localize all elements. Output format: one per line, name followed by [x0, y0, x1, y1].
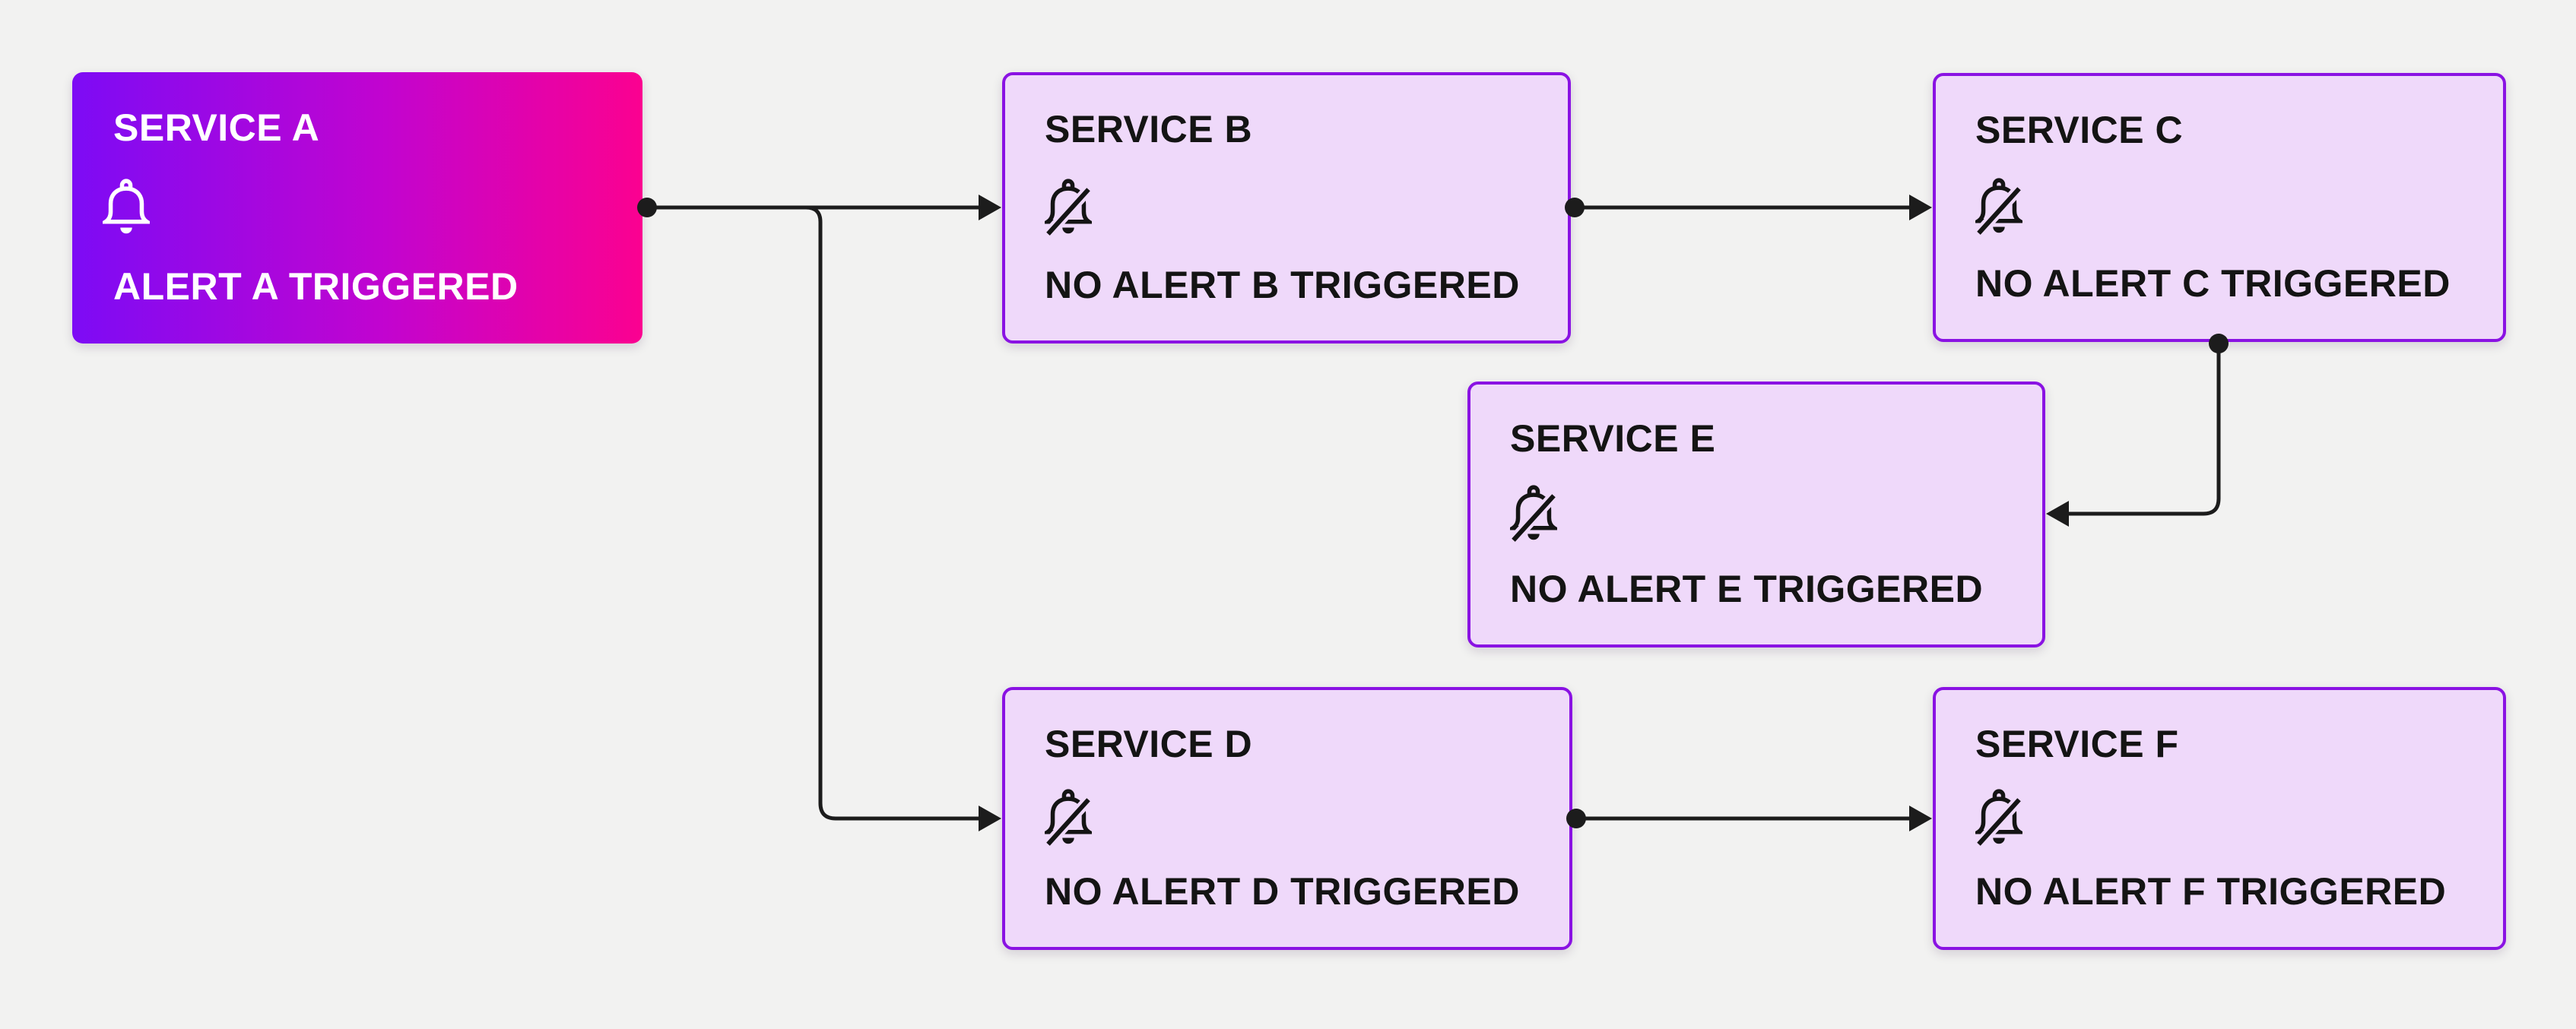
node-status: NO ALERT F TRIGGERED	[1975, 870, 2447, 913]
node-service-c[interactable]: SERVICE C NO ALERT C TRIGGERED	[1933, 73, 2506, 342]
node-status: NO ALERT D TRIGGERED	[1045, 870, 1520, 913]
bell-slash-icon	[1045, 176, 1542, 239]
bell-slash-icon	[1510, 482, 2016, 546]
node-title: SERVICE D	[1045, 723, 1253, 765]
edge-a-d	[805, 205, 984, 821]
node-status: ALERT A TRIGGERED	[113, 265, 519, 308]
bell-slash-icon	[1975, 786, 2477, 850]
node-title: SERVICE B	[1045, 108, 1253, 150]
node-title: SERVICE A	[113, 106, 320, 149]
node-service-a[interactable]: SERVICE A ALERT A TRIGGERED	[72, 72, 642, 344]
bell-slash-icon	[1975, 175, 2477, 239]
node-status: NO ALERT E TRIGGERED	[1510, 568, 1984, 610]
node-status: NO ALERT C TRIGGERED	[1975, 262, 2451, 305]
node-service-d[interactable]: SERVICE D NO ALERT D TRIGGERED	[1002, 687, 1572, 950]
arrowhead-into-d	[979, 806, 1001, 831]
node-title: SERVICE C	[1975, 109, 2184, 151]
bell-icon	[103, 176, 615, 239]
arrowhead-into-e	[2046, 501, 2069, 527]
node-service-e[interactable]: SERVICE E NO ALERT E TRIGGERED	[1467, 382, 2045, 647]
edge-c-e	[2065, 350, 2221, 516]
node-title: SERVICE F	[1975, 723, 2179, 765]
arrowhead-into-c	[1909, 195, 1932, 220]
arrowhead-into-b	[979, 195, 1001, 220]
node-service-f[interactable]: SERVICE F NO ALERT F TRIGGERED	[1933, 687, 2506, 950]
arrowhead-into-f	[1909, 806, 1932, 831]
node-service-b[interactable]: SERVICE B NO ALERT B TRIGGERED	[1002, 72, 1571, 344]
node-status: NO ALERT B TRIGGERED	[1045, 264, 1520, 306]
bell-slash-icon	[1045, 786, 1543, 850]
node-title: SERVICE E	[1510, 417, 1716, 460]
